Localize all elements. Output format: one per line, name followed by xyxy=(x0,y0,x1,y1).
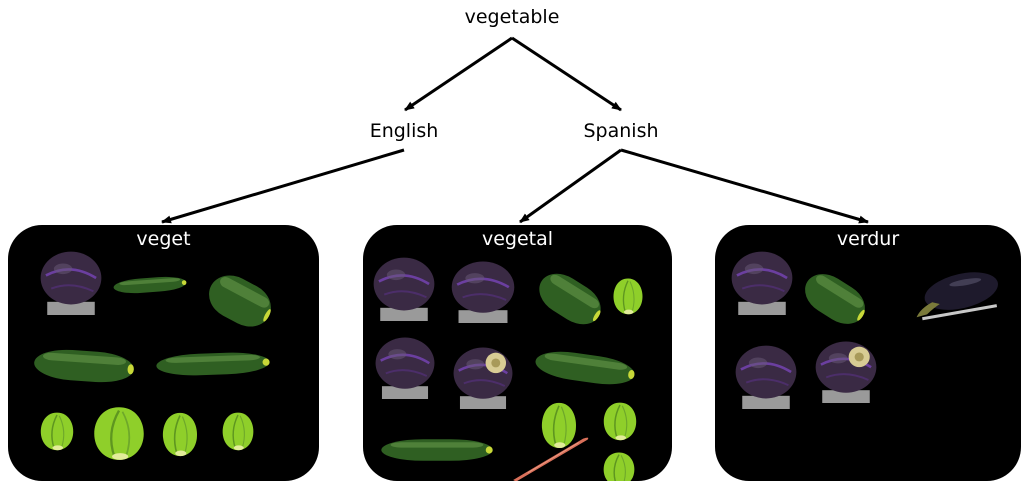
cucumber-photo xyxy=(527,258,614,339)
edge-root-english xyxy=(405,38,512,110)
panel-title: vegetal xyxy=(363,228,672,250)
red-cabbage-photo xyxy=(729,249,795,315)
panel-title: veget xyxy=(8,228,319,250)
panel-veget: veget xyxy=(8,225,319,481)
cucumber-photo xyxy=(31,341,138,390)
cucumber-photo xyxy=(531,342,639,394)
red-cabbage-photo xyxy=(38,249,104,315)
eggplant-photo xyxy=(907,260,1004,325)
panel-vegetal: vegetal xyxy=(363,225,672,481)
brussels-sprout-photo xyxy=(160,411,200,457)
panel-title: verdur xyxy=(715,228,1021,250)
cucumber-photo xyxy=(379,435,495,465)
brussels-sprout-photo xyxy=(601,401,639,441)
red-cabbage-cut-photo xyxy=(813,339,879,403)
cucumber-photo xyxy=(792,259,877,339)
panel-verdur: verdur xyxy=(715,225,1021,481)
brussels-sprout-photo xyxy=(90,405,148,461)
edge-english-veget xyxy=(162,150,404,222)
cucumber-photo xyxy=(154,347,273,381)
brussels-sprout-photo xyxy=(601,451,637,481)
brussels-sprout-photo xyxy=(38,411,76,451)
edge-spanish-vegetal xyxy=(520,150,621,222)
red-cabbage-photo xyxy=(733,343,799,409)
red-cabbage-photo xyxy=(449,259,517,323)
brussels-sprout-photo xyxy=(611,277,645,315)
cucumber-photo xyxy=(196,259,283,342)
red-cabbage-cut-photo xyxy=(451,345,515,409)
cucumber-photo xyxy=(111,272,188,297)
brussels-sprout-photo xyxy=(220,411,256,451)
red-cabbage-photo xyxy=(371,255,437,321)
edge-spanish-verdur xyxy=(621,150,868,222)
red-cabbage-photo xyxy=(373,335,437,399)
edge-root-spanish xyxy=(512,38,621,110)
